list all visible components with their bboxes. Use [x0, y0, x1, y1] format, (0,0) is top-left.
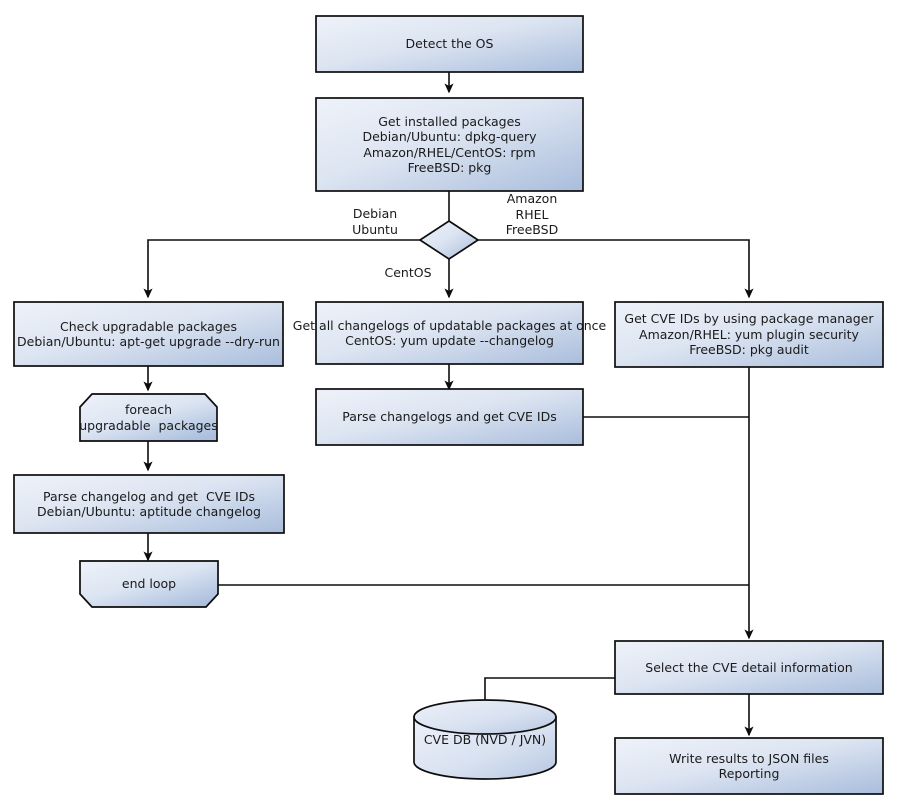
- node-os-decision[interactable]: [418, 219, 480, 261]
- edge-decision-right: [478, 239, 754, 299]
- node-parse-changelog-get-cve-ids[interactable]: [13, 474, 285, 534]
- node-get-all-changelogs[interactable]: [315, 301, 584, 365]
- node-write-results[interactable]: [614, 737, 884, 795]
- node-end-loop[interactable]: [79, 560, 219, 608]
- node-detect-os[interactable]: [315, 15, 584, 73]
- node-check-upgradable-packages[interactable]: [13, 301, 284, 367]
- node-get-installed-packages[interactable]: [315, 97, 584, 192]
- node-parse-changelogs-get-cve-ids[interactable]: [315, 388, 584, 446]
- node-select-cve-detail[interactable]: [614, 640, 884, 695]
- node-foreach-upgradable-packages[interactable]: [79, 393, 218, 442]
- node-get-cve-ids-package-manager[interactable]: [614, 301, 884, 368]
- edge-db-to-select-cve: [484, 677, 615, 708]
- node-cve-db-top[interactable]: [413, 699, 557, 735]
- edge-decision-left: [143, 239, 420, 299]
